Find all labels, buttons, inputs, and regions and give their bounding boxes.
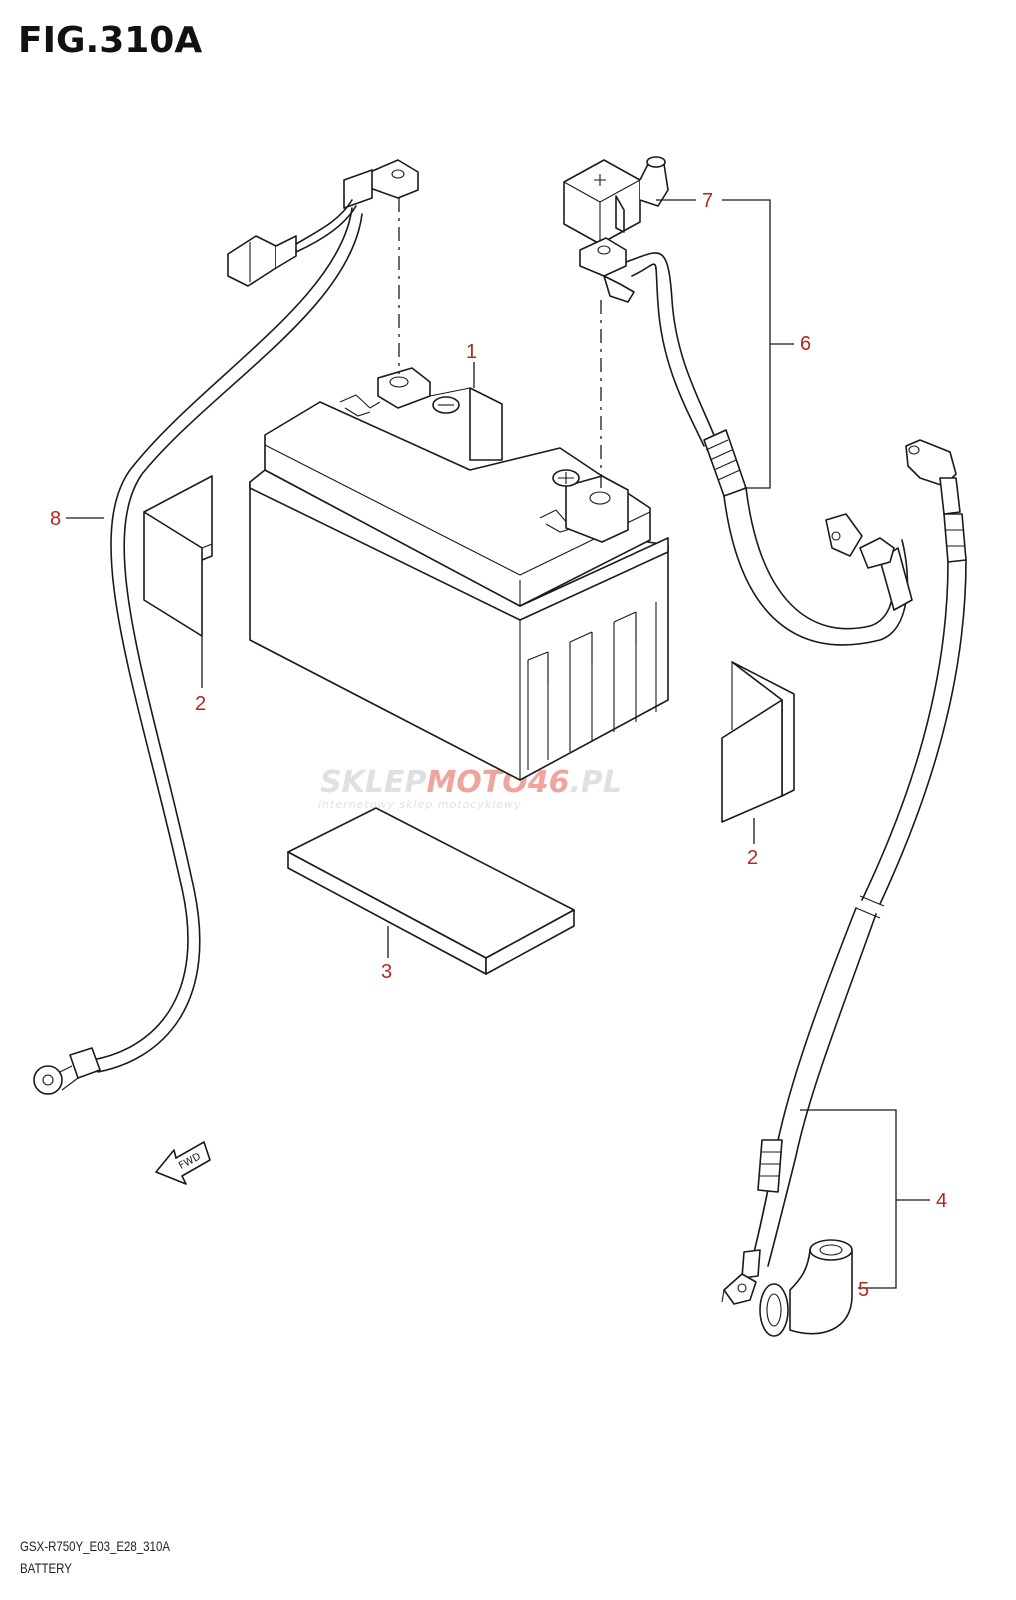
watermark: SKLEPMOTO46.PL internetowy sklep motocyk… xyxy=(318,765,622,811)
callout-2-left: 2 xyxy=(195,693,206,715)
callout-4: 4 xyxy=(936,1190,947,1212)
callout-6: 6 xyxy=(800,333,811,355)
watermark-brand-d: .PL xyxy=(570,765,623,800)
callout-lines xyxy=(66,199,930,1289)
callout-8: 8 xyxy=(50,508,61,530)
negative-lead xyxy=(33,159,419,1095)
callout-numbers: 1 2 2 3 4 5 6 7 8 xyxy=(50,190,947,1301)
callout-5: 5 xyxy=(858,1279,869,1301)
svg-text:SKLEPMOTO46.PL: SKLEPMOTO46.PL xyxy=(320,765,622,800)
figure-title: FIG.310A xyxy=(18,20,203,61)
callout-7: 7 xyxy=(702,190,713,212)
callout-1: 1 xyxy=(466,341,477,363)
battery-cable xyxy=(721,439,967,1305)
callout-3: 3 xyxy=(381,961,392,983)
watermark-brand-a: SKLEP xyxy=(320,765,426,800)
diagram-name: BATTERY xyxy=(20,1560,72,1576)
spacer-right xyxy=(721,661,795,823)
diagram-code: GSX-R750Y_E03_E28_310A xyxy=(20,1538,170,1554)
battery-pad xyxy=(287,807,575,975)
positive-lead xyxy=(579,237,913,646)
fwd-arrow: FWD xyxy=(155,1141,211,1185)
terminal-cover xyxy=(563,156,669,245)
watermark-tagline: internetowy sklep motocyklowy xyxy=(318,798,522,811)
callout-2-right: 2 xyxy=(747,847,758,869)
terminal-boot xyxy=(759,1239,853,1337)
spacer-left xyxy=(143,475,213,637)
battery xyxy=(249,367,669,781)
